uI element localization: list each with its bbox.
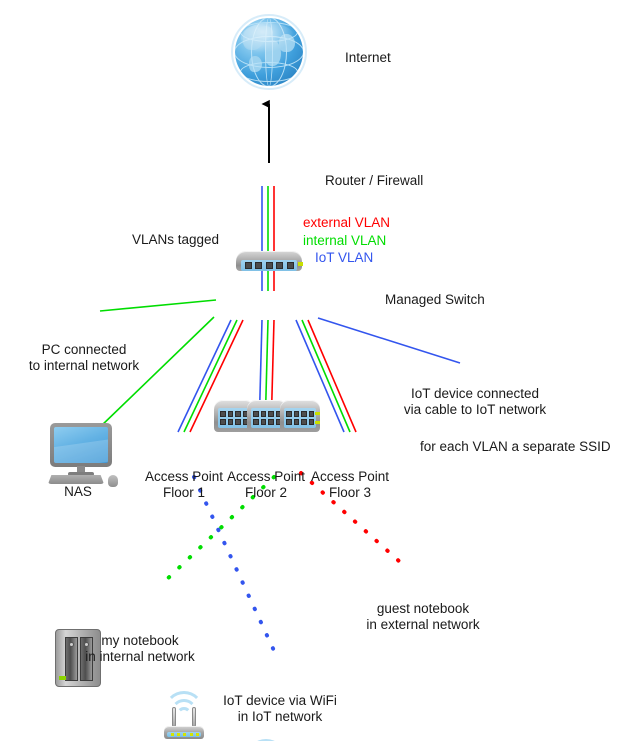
switch-port-block bbox=[251, 408, 283, 428]
nas-bay-handle bbox=[69, 642, 74, 647]
switch-port bbox=[268, 419, 274, 426]
switch-port bbox=[301, 419, 307, 426]
internet-label: Internet bbox=[345, 50, 391, 65]
switch-port bbox=[286, 419, 292, 426]
ap2-label: Access Point Floor 2 bbox=[226, 469, 306, 500]
wifi-arc bbox=[246, 739, 286, 741]
access-point-icon bbox=[243, 739, 289, 741]
link-switch-pc bbox=[99, 299, 217, 312]
ssid-note-label: for each VLAN a separate SSID bbox=[420, 439, 611, 454]
switch-port bbox=[235, 419, 241, 426]
ap1-label: Access Point Floor 1 bbox=[144, 469, 224, 500]
router-status-led bbox=[298, 262, 303, 266]
pc-monitor bbox=[50, 423, 112, 467]
legend-external-vlan: external VLAN bbox=[303, 215, 391, 230]
pc-screen bbox=[54, 427, 108, 463]
router-port bbox=[276, 262, 283, 269]
switch-status-led bbox=[315, 421, 320, 424]
ap-led bbox=[196, 733, 199, 736]
switch-port bbox=[308, 410, 314, 417]
nas-label: NAS bbox=[64, 484, 92, 499]
switch-status-led bbox=[315, 412, 320, 415]
wifi-ap1-iot-device bbox=[192, 475, 278, 657]
desktop-pc-icon bbox=[44, 423, 122, 487]
link-switch-ap3-internal bbox=[301, 319, 351, 433]
ap-antenna bbox=[172, 707, 176, 727]
nas-drive-bay bbox=[80, 637, 93, 681]
nas-power-led bbox=[59, 676, 66, 680]
pc-mouse bbox=[108, 475, 118, 487]
ap-led bbox=[171, 733, 174, 736]
switch-port-block bbox=[284, 408, 316, 428]
switch-port bbox=[260, 419, 266, 426]
legend-iot-vlan: IoT VLAN bbox=[315, 250, 374, 265]
router-port bbox=[255, 262, 262, 269]
pc-stand-foot bbox=[68, 472, 94, 476]
pc-stand-neck bbox=[77, 466, 85, 473]
nas-drive-bay bbox=[65, 637, 78, 681]
switch-port-block bbox=[218, 408, 250, 428]
switch-port bbox=[227, 419, 233, 426]
link-switch-ap3-external bbox=[307, 319, 357, 433]
link-switch-ap1-iot bbox=[177, 319, 232, 433]
wifi-arc bbox=[164, 691, 204, 731]
access-point-icon bbox=[161, 691, 207, 739]
switch-port bbox=[220, 410, 226, 417]
ap-led bbox=[177, 733, 180, 736]
iot-cable-label: IoT device connected via cable to IoT ne… bbox=[403, 386, 547, 417]
switch-port bbox=[253, 419, 259, 426]
nas-body bbox=[55, 629, 101, 687]
globe-icon bbox=[231, 10, 307, 96]
guest-notebook-label: guest notebook in external network bbox=[366, 601, 480, 632]
wifi-arc bbox=[176, 707, 192, 722]
nas-bay-handle bbox=[84, 642, 89, 647]
link-switch-ap1-internal bbox=[183, 319, 238, 433]
link-switch-ap1-external bbox=[189, 319, 244, 433]
ap3-label: Access Point Floor 3 bbox=[310, 469, 390, 500]
link-switch-nas bbox=[98, 316, 215, 429]
switch-port bbox=[293, 410, 299, 417]
switch-port bbox=[268, 410, 274, 417]
router-label: Router / Firewall bbox=[325, 173, 424, 188]
vlans-tagged-label: VLANs tagged bbox=[132, 232, 220, 247]
pc-label: PC connected to internal network bbox=[28, 342, 140, 373]
iot-wifi-label: IoT device via WiFi in IoT network bbox=[223, 693, 337, 724]
ap-led bbox=[183, 733, 186, 736]
nas-icon bbox=[55, 629, 101, 687]
ap-led-strip bbox=[167, 732, 201, 737]
switch-module bbox=[280, 400, 320, 432]
globe-sphere bbox=[235, 18, 303, 86]
switch-port bbox=[286, 410, 292, 417]
my-notebook-label: my notebook in internal network bbox=[85, 633, 195, 664]
router-port-strip bbox=[241, 260, 297, 271]
switch-port bbox=[260, 410, 266, 417]
router-port bbox=[286, 262, 294, 269]
wifi-arc bbox=[170, 699, 198, 726]
router-icon bbox=[236, 251, 303, 277]
link-switch-iot-device bbox=[317, 317, 461, 364]
ap-antenna bbox=[192, 707, 196, 727]
router-port bbox=[244, 262, 252, 269]
switch-port bbox=[293, 419, 299, 426]
legend-internal-vlan: internal VLAN bbox=[303, 233, 387, 248]
switch-port bbox=[220, 419, 226, 426]
switch-icon bbox=[214, 400, 320, 432]
link-switch-ap3-iot bbox=[295, 319, 345, 433]
switch-label: Managed Switch bbox=[385, 292, 485, 307]
ap-led bbox=[190, 733, 193, 736]
router-port bbox=[265, 262, 273, 269]
switch-port bbox=[235, 410, 241, 417]
switch-port bbox=[301, 410, 307, 417]
switch-port bbox=[227, 410, 233, 417]
switch-port bbox=[308, 419, 314, 426]
globe-glow-ring bbox=[231, 14, 307, 90]
switch-port bbox=[253, 410, 259, 417]
pc-keyboard bbox=[48, 475, 104, 484]
